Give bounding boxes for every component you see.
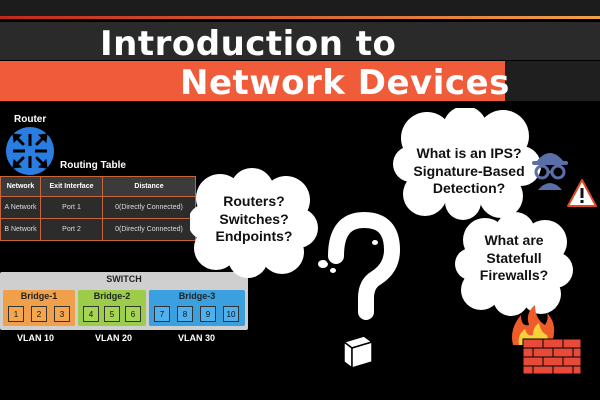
- switch-diagram: SWITCH Bridge-1 1 2 3 Bridge-2 4 5 6 Bri…: [0, 272, 248, 330]
- thought-cloud-left: [190, 168, 318, 278]
- thought-cloud-bottom-right: [455, 212, 573, 316]
- vlan-label: VLAN 30: [178, 333, 216, 343]
- spy-icon: [532, 153, 568, 190]
- router-icon: [6, 127, 54, 175]
- port: 1: [8, 306, 24, 322]
- cloud-line: Detection?: [432, 180, 506, 196]
- port: 9: [200, 306, 216, 322]
- bridge-label: Bridge-2: [93, 291, 131, 301]
- table-cell: 0(Directly Connected): [102, 218, 196, 241]
- vlan-label: VLAN 20: [95, 333, 133, 343]
- port: 8: [177, 306, 193, 322]
- column-header: Distance: [102, 176, 196, 197]
- port: 5: [104, 306, 120, 322]
- column-header: Exit Interface: [40, 176, 103, 197]
- cloud-bubble: [372, 240, 378, 245]
- cloud-top-right-text: What is an IPS? Signature-Based Detectio…: [402, 145, 536, 198]
- router-label: Router: [14, 114, 47, 125]
- question-mark-icon: [325, 212, 402, 370]
- cloud-bubble: [318, 260, 328, 268]
- cloud-line: What are: [484, 232, 544, 248]
- port: 2: [31, 306, 47, 322]
- table-cell: 0(Directly Connected): [102, 196, 196, 219]
- routing-table: Network Exit Interface Distance A Networ…: [0, 176, 196, 241]
- warning-icon: [567, 179, 597, 207]
- cloud-line: Statefull: [486, 249, 542, 266]
- table-cell: Port 1: [40, 196, 103, 219]
- cloud-left-text: Routers? Switches? Endpoints?: [200, 193, 308, 246]
- title-highlight: [175, 61, 505, 101]
- bridge-1: Bridge-1 1 2 3: [3, 290, 75, 326]
- routing-table-label: Routing Table: [60, 160, 126, 171]
- port: 6: [125, 306, 141, 322]
- port: 4: [83, 306, 99, 322]
- table-cell: B Network: [0, 218, 41, 241]
- cloud-line: What is an IPS?: [416, 145, 522, 161]
- cloud-bottom-right-text: What are Statefull Firewalls?: [465, 232, 563, 285]
- cloud-bubble: [330, 268, 336, 273]
- port: 10: [223, 306, 239, 322]
- table-cell: Port 2: [40, 218, 103, 241]
- cloud-line: Switches?: [219, 210, 289, 227]
- table-row: B Network Port 2 0(Directly Connected): [0, 218, 196, 241]
- bridge-3: Bridge-3 7 8 9 10: [149, 290, 245, 326]
- routing-table-header: Network Exit Interface Distance: [0, 176, 196, 197]
- table-row: A Network Port 1 0(Directly Connected): [0, 196, 196, 219]
- cloud-line: Endpoints?: [215, 228, 293, 244]
- vlan-label: VLAN 10: [17, 333, 55, 343]
- bridge-label: Bridge-1: [20, 291, 58, 301]
- top-stripe: [0, 0, 600, 19]
- title-line-2: Network Devices: [180, 63, 510, 103]
- port: 3: [54, 306, 70, 322]
- port: 7: [154, 306, 170, 322]
- cloud-line: Routers?: [223, 193, 285, 209]
- table-cell: A Network: [0, 196, 41, 219]
- column-header: Network: [0, 176, 41, 197]
- bridge-2: Bridge-2 4 5 6: [78, 290, 146, 326]
- bridge-label: Bridge-3: [178, 291, 216, 301]
- title-line-1: Introduction to: [100, 24, 397, 64]
- cloud-line: Signature-Based: [413, 162, 525, 179]
- title-band-1: [0, 22, 600, 60]
- thought-cloud-top-right: [393, 108, 541, 220]
- cloud-line: Firewalls?: [479, 267, 549, 283]
- switch-title: SWITCH: [106, 274, 142, 284]
- firewall-icon: [512, 305, 582, 375]
